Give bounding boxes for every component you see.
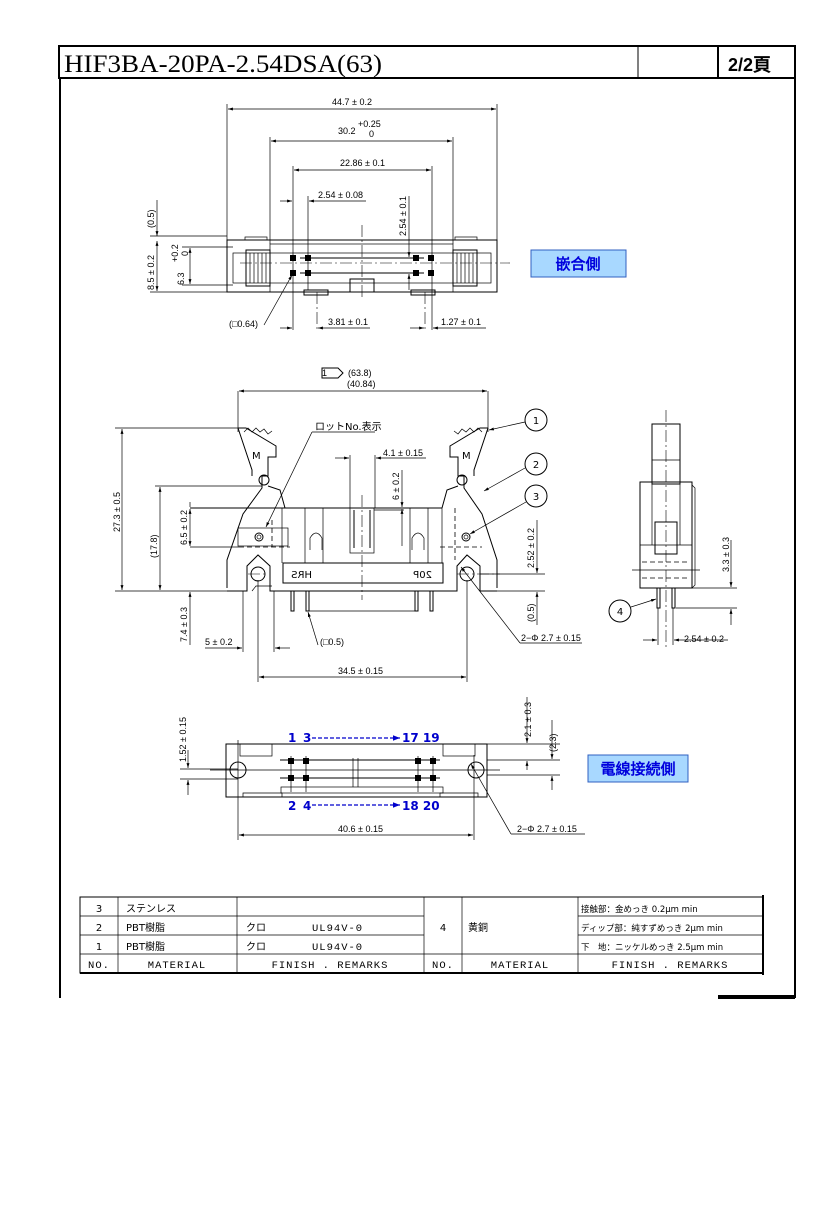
dim-key-depth: 6 ± 0.2 <box>391 473 401 500</box>
row-finish-dip: ディップ部：純すずめっき 2μm min <box>581 923 723 934</box>
dim-inner-height: 6.3 <box>176 272 186 285</box>
row-material: PBT樹脂 <box>126 940 165 953</box>
dim-height: 8.5 ± 0.2 <box>146 255 156 290</box>
parts-table <box>79 895 764 975</box>
callout-2: 2 <box>533 460 539 471</box>
dim-offset-b: 1.27 ± 0.1 <box>441 317 481 327</box>
dim-pin-span: 22.86 ± 0.1 <box>340 158 385 168</box>
dim-offset-a: 3.81 ± 0.1 <box>328 317 368 327</box>
svg-text:M: M <box>462 451 471 462</box>
callout-1: 1 <box>533 416 539 427</box>
row-grade: UL94V-0 <box>312 923 363 935</box>
pin-label-1: 1 <box>288 731 296 745</box>
wire-side-label-box <box>587 754 689 783</box>
table-header: NO. MATERIAL FINISH . REMARKS NO. MATERI… <box>88 960 729 972</box>
dim-pitch-h: 2.54 ± 0.08 <box>318 190 363 200</box>
table-row-3: 3 ステンレス <box>96 904 176 915</box>
svg-text:M: M <box>252 451 261 462</box>
dim-inner-tol-minus: 0 <box>369 129 374 139</box>
dim-height-body: (17.8) <box>149 534 159 558</box>
row-grade: UL94V-0 <box>312 942 363 954</box>
pin-label-18-20: 18 20 <box>402 799 440 813</box>
mating-side-label-box <box>530 249 627 278</box>
row-material: PBT樹脂 <box>126 921 165 934</box>
dim-edge: 2.1 ± 0.3 <box>523 702 533 737</box>
dim-height-total: 27.3 ± 0.5 <box>112 492 122 532</box>
dim-pitch-v: 2.54 ± 0.1 <box>398 196 408 236</box>
page-number: 2/2頁 <box>728 55 771 75</box>
dim-inner-height-tol-plus: +0.2 <box>170 244 180 262</box>
row-no: 4 <box>440 923 446 934</box>
row-finish-base: 下 地：ニッケルめっき 2.5μm min <box>581 942 723 953</box>
dim-wire-hole-dia: 2−Φ 2.7 ± 0.15 <box>517 824 577 834</box>
header-no: NO. <box>88 960 110 972</box>
dim-hole-dia: 2−Φ 2.7 ± 0.15 <box>521 633 581 643</box>
dim-pin-protrusion: 3.3 ± 0.3 <box>721 537 731 572</box>
dim-pin-size: (□0.64) <box>229 319 258 329</box>
dim-latch-width: (40.84) <box>347 379 376 389</box>
dim-inner-height-tol-minus: 0 <box>180 251 190 256</box>
dim-bottom-gap: (0.5) <box>526 603 536 622</box>
table-row-4: 4 黄銅 接触部：金めっき 0.2μm min ディップ部：純すずめっき 2μm… <box>440 904 723 953</box>
row-material: ステンレス <box>126 904 176 915</box>
table-row-1: 1 PBT樹脂 クロ UL94V-0 <box>96 940 363 954</box>
side-view <box>608 410 737 650</box>
drawing-title: HIF3BA-20PA-2.54DSA(63) <box>64 51 382 78</box>
row-finish: クロ <box>246 922 266 934</box>
wire-side-view <box>180 697 585 840</box>
mating-side-view <box>150 104 510 330</box>
dim-inner-tol-plus: +0.25 <box>358 119 381 129</box>
dim-latch-open: (63.8) <box>348 368 372 378</box>
dim-edge-ref: (2.3) <box>548 733 558 752</box>
row-finish-contact: 接触部：金めっき 0.2μm min <box>581 904 698 915</box>
dim-pin-length: 7.4 ± 0.3 <box>179 607 189 642</box>
header-material: MATERIAL <box>148 960 206 972</box>
header-finish: FINISH . REMARKS <box>272 960 389 972</box>
dim-inner: 30.2 <box>338 126 356 136</box>
flag-number: 1 <box>322 368 327 378</box>
lot-marking-label: ロットNo.表示 <box>315 420 382 433</box>
dim-wire-hole-pitch: 40.6 ± 0.15 <box>338 824 383 834</box>
dim-hole-height: 2.52 ± 0.2 <box>526 528 536 568</box>
row-no: 3 <box>96 904 102 915</box>
table-row-2: 2 PBT樹脂 クロ UL94V-0 <box>96 921 363 935</box>
callout-3: 3 <box>533 492 539 503</box>
pin-label-17-19: 17 19 <box>402 731 440 745</box>
callout-4: 4 <box>617 607 623 618</box>
row-no: 1 <box>96 942 102 953</box>
header-no-right: NO. <box>432 960 454 972</box>
dim-housing: 6.5 ± 0.2 <box>179 510 189 545</box>
sheet-frame <box>58 45 796 999</box>
row-finish: クロ <box>246 941 266 953</box>
front-view: M M <box>115 367 582 682</box>
dim-hole-offset: 1.52 ± 0.15 <box>178 717 188 762</box>
pin-label-3: 3 <box>303 731 311 745</box>
dim-key-width: 4.1 ± 0.15 <box>383 448 423 458</box>
marking-20p: 20P <box>413 570 432 581</box>
row-no: 2 <box>96 923 102 934</box>
dim-flange: 5 ± 0.2 <box>205 637 232 647</box>
marking-hrs: HRS <box>291 570 312 581</box>
header-material-right: MATERIAL <box>491 960 549 972</box>
wire-side-label: 電線接続側 <box>600 760 675 778</box>
dim-post-size: (□0.5) <box>320 637 344 647</box>
dim-row-pitch: 2.54 ± 0.2 <box>684 634 724 644</box>
dim-hole-pitch: 34.5 ± 0.15 <box>338 666 383 676</box>
header-finish-right: FINISH . REMARKS <box>612 960 729 972</box>
mating-side-label: 嵌合側 <box>555 255 600 273</box>
row-material: 黄銅 <box>468 921 488 934</box>
dim-overall: 44.7 ± 0.2 <box>332 97 372 107</box>
pin-label-2: 2 <box>288 799 296 813</box>
dim-top-gap: (0.5) <box>146 209 156 228</box>
pin-label-4: 4 <box>303 799 311 813</box>
